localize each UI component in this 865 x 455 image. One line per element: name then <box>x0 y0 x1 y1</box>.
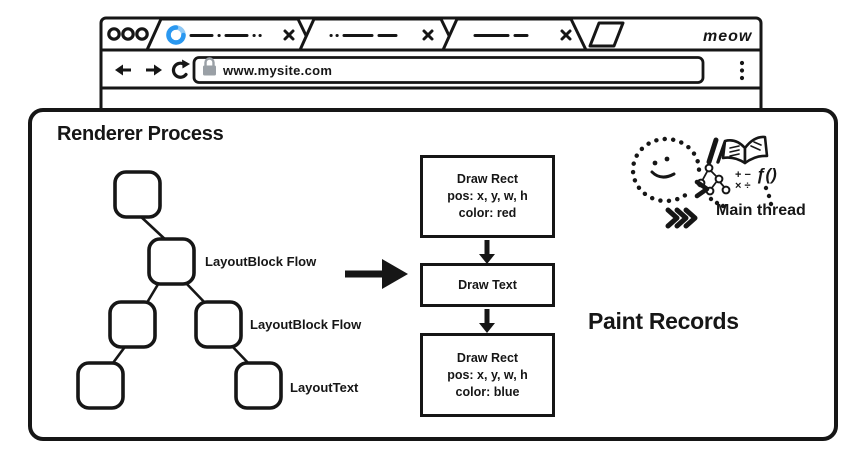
reload-button[interactable] <box>171 59 190 79</box>
paint-record-line: Draw Rect <box>456 350 519 365</box>
url-text: www.mysite.com <box>222 63 332 78</box>
layout-node-leaf-left <box>76 361 125 410</box>
renderer-process-title: Renderer Process <box>57 123 224 145</box>
url-field[interactable]: www.mysite.com <box>192 56 705 84</box>
paint-record-line: Draw Rect <box>456 172 519 186</box>
tab-1[interactable] <box>145 17 315 52</box>
book-icon <box>721 135 769 165</box>
triple-chevron-icon <box>665 207 698 229</box>
close-icon[interactable] <box>283 29 295 41</box>
layout-node-block2 <box>194 300 243 349</box>
tree-label-layouttext: LayoutText <box>290 380 359 395</box>
tab-2[interactable] <box>298 17 458 52</box>
diagram-canvas: + − × ÷ ƒ() <box>76 135 777 410</box>
tree-label-layoutblock-1: LayoutBlock Flow <box>205 254 317 269</box>
math-symbols-icon: + − × ÷ <box>735 169 751 192</box>
layout-node-text <box>234 361 283 410</box>
forward-button[interactable] <box>146 64 162 76</box>
paint-record-line: pos: x, y, w, h <box>447 367 528 382</box>
paint-record-line: color: red <box>458 206 517 220</box>
traffic-light-1[interactable] <box>107 27 121 41</box>
layout-node-child-left <box>108 300 157 349</box>
lock-icon <box>203 57 216 76</box>
close-icon[interactable] <box>560 29 572 41</box>
arrow-down-icon <box>479 309 495 333</box>
paint-records-heading: Paint Records <box>588 308 739 334</box>
traffic-light-2[interactable] <box>121 27 135 41</box>
paint-record-box-3: Draw Rect pos: x, y, w, h color: blue <box>420 333 555 417</box>
dotted-trail <box>708 185 774 209</box>
browser-brand: meow <box>703 28 753 45</box>
close-icon[interactable] <box>422 29 434 41</box>
layout-node-block1 <box>147 237 196 286</box>
paint-record-line: Draw Text <box>458 277 517 292</box>
main-thread-label: Main thread <box>716 202 806 219</box>
main-thread-doodle: + − × ÷ ƒ() <box>630 135 777 229</box>
layout-node-root <box>113 170 162 219</box>
tab-3[interactable] <box>441 17 588 52</box>
paint-record-box-2: Draw Text <box>420 263 555 307</box>
paint-record-line: color: blue <box>455 384 520 399</box>
back-button[interactable] <box>115 64 131 76</box>
traffic-light-3[interactable] <box>135 27 149 41</box>
dotted-ellipse <box>630 136 702 204</box>
chevron-icon <box>694 179 710 199</box>
renderer-process-box: Renderer Process <box>28 108 838 441</box>
arrow-right-icon <box>345 259 408 289</box>
smiley-face-icon <box>650 156 676 179</box>
new-tab-button[interactable] <box>588 21 625 48</box>
paint-record-line: pos: x, y, w, h <box>447 189 528 203</box>
tree-label-layoutblock-2: LayoutBlock Flow <box>250 317 362 332</box>
svg-text:+ −: + − <box>735 169 751 181</box>
paint-record-box-1: Draw Rect pos: x, y, w, h color: red <box>420 155 555 238</box>
browser-window: meow www.mysite.com <box>99 16 763 122</box>
arrow-down-icon <box>479 240 495 264</box>
loading-spinner-icon <box>166 25 186 45</box>
svg-text:× ÷: × ÷ <box>735 180 751 192</box>
function-icon: ƒ() <box>756 165 777 184</box>
menu-icon[interactable] <box>739 60 745 81</box>
